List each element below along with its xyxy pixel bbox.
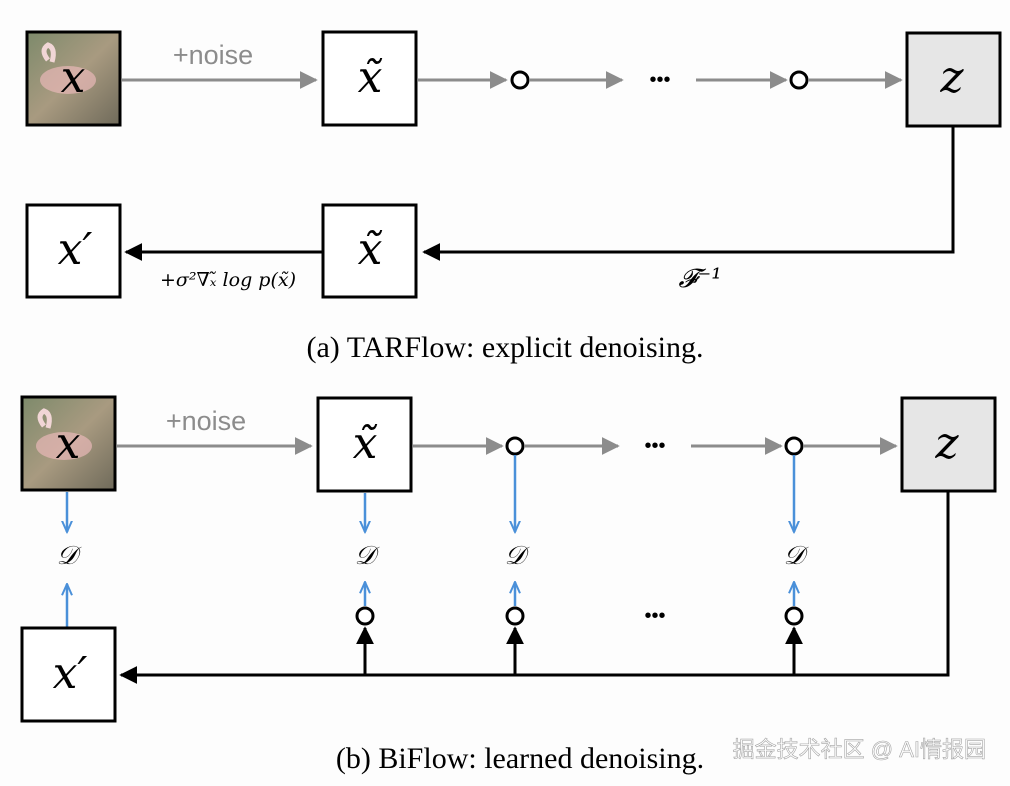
noisy-symbol-a: x̃ [358,52,383,103]
distance-label-3: 𝒟 [784,541,809,571]
distance-label-1: 𝒟 [355,541,380,571]
input-symbol-a: x [61,52,86,103]
denoised-box-a [25,203,122,299]
input-image-a: x [25,30,122,127]
input-image-b: x [20,395,117,492]
input-symbol-b: x [56,418,81,469]
watermark: 掘金技术社区 @ AI情报园 [733,737,986,762]
noise-label-a: +noise [173,40,253,70]
inverse-arrow-a [422,126,955,261]
latent-symbol-a: z [939,52,964,103]
latent-symbol-b: z [934,418,959,469]
reverse-arrow-b [119,491,950,684]
inverse-label-a: 𝓕⁻¹ [678,264,721,294]
caption-a: (a) TARFlow: explicit denoising. [306,331,703,364]
dots-b-bottom: ••• [644,605,665,627]
latent-box-b [900,396,997,493]
panel-a: x +noise x̃ ••• z 𝓕⁻¹ x̃ +σ²∇ₓ̃ log p(x̃… [25,30,1002,364]
caption-b: (b) BiFlow: learned denoising. [336,742,704,775]
distance-label-2: 𝒟 [505,541,530,571]
latent-box-a [905,31,1002,128]
noise-label-b: +noise [166,406,246,436]
flow-node-a2 [789,70,809,90]
denoised-box-b [20,626,117,723]
noisy-box-a [321,30,418,127]
denoised-symbol-b: x′ [53,648,88,699]
reverse-node-2 [505,606,525,626]
dots-b-top: ••• [644,435,665,457]
flow-node-b2 [784,436,804,456]
score-label-a: +σ²∇ₓ̃ log p(x̃) [160,269,296,291]
noisy-symbol-b: x̃ [353,418,378,469]
flow-node-b1 [505,436,525,456]
panel-b: x +noise x̃ ••• z 𝒟 𝒟 𝒟 𝒟 [20,395,997,775]
noisy-symbol-a-bottom: x̃ [358,224,383,275]
denoised-symbol-a: x′ [58,224,93,275]
noisy-box-b [316,396,413,493]
reverse-node-3 [784,606,804,626]
distance-label-0: 𝒟 [57,541,82,571]
flow-node-a1 [510,70,530,90]
dots-a: ••• [649,69,670,91]
reverse-node-1 [355,606,375,626]
